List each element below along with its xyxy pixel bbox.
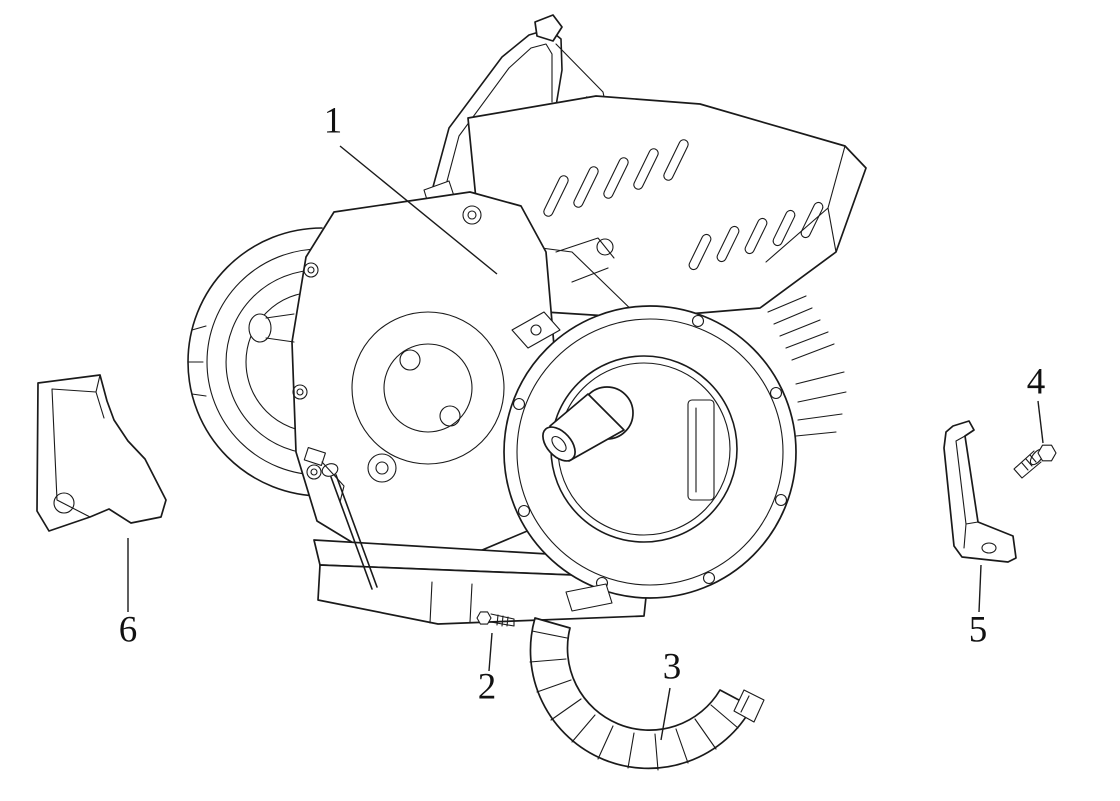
leader-line-2 — [488, 632, 493, 672]
engine-assembly — [187, 14, 867, 625]
leader-line-1 — [339, 145, 498, 275]
bracket-part-5 — [943, 420, 1017, 563]
leader-lines — [127, 145, 1044, 741]
leader-line-4 — [1037, 400, 1044, 444]
callout-label-3: 3 — [662, 646, 682, 688]
rear-right-detail — [795, 371, 847, 437]
callout-label-6: 6 — [118, 609, 138, 651]
bolt-part-4 — [1013, 444, 1057, 479]
bracket-part-6 — [36, 374, 167, 532]
crankcase — [248, 191, 562, 557]
callout-label-5: 5 — [968, 609, 988, 651]
callout-label-2: 2 — [477, 666, 497, 708]
flexible-band-part-3 — [529, 617, 765, 771]
linkage-details — [462, 205, 835, 361]
callout-label-1: 1 — [323, 100, 343, 142]
fan-housing — [503, 305, 797, 612]
bolt-part-2 — [476, 611, 515, 627]
crankshaft-stub — [542, 386, 634, 462]
dipstick-rod — [303, 446, 378, 590]
leader-line-5 — [978, 564, 982, 613]
callout-label-4: 4 — [1026, 361, 1046, 403]
leader-line-3 — [660, 687, 671, 741]
cylinder-fins — [187, 227, 323, 497]
